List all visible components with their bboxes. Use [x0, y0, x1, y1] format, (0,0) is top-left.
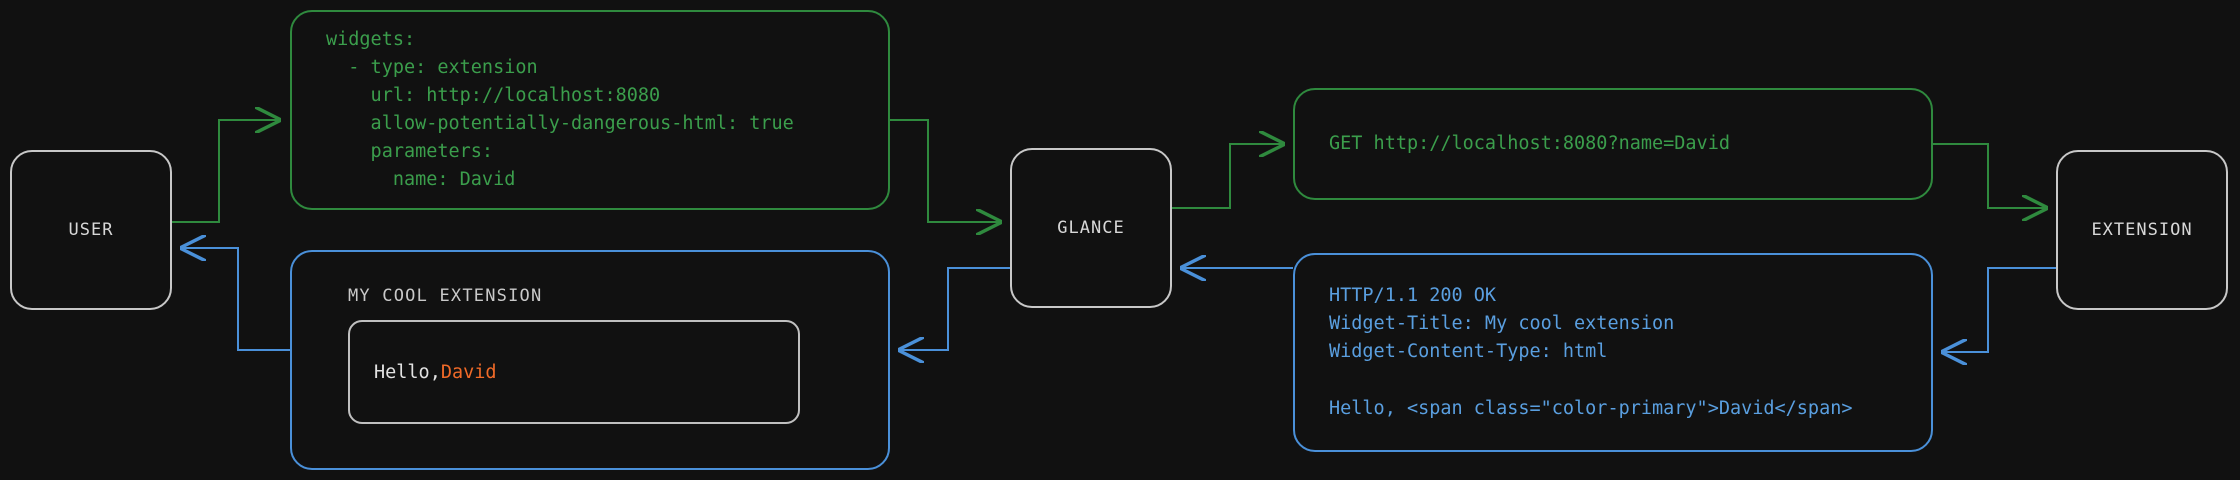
- edge-config-to-glance: [890, 119, 1000, 222]
- edge-extension-to-response: [1943, 267, 2056, 352]
- rendered-widget-title: MY COOL EXTENSION: [348, 286, 543, 306]
- node-glance[interactable]: GLANCE: [1010, 148, 1172, 308]
- edge-user-to-config: [172, 120, 279, 223]
- widget-name-accent: David: [440, 361, 497, 383]
- rendered-widget-box[interactable]: MY COOL EXTENSION Hello, David: [290, 250, 890, 470]
- edge-widget-to-user: [182, 248, 290, 351]
- node-user[interactable]: USER: [10, 150, 172, 310]
- get-request-text: GET http://localhost:8080?name=David: [1329, 132, 1730, 154]
- edge-glance-to-get: [1172, 144, 1283, 209]
- get-request-box[interactable]: GET http://localhost:8080?name=David: [1293, 88, 1933, 200]
- yaml-config-text: widgets: - type: extension url: http://l…: [326, 28, 794, 191]
- edge-glance-to-widget: [900, 267, 1010, 350]
- node-glance-label: GLANCE: [1057, 218, 1125, 238]
- http-response-box[interactable]: HTTP/1.1 200 OK Widget-Title: My cool ex…: [1293, 253, 1933, 452]
- yaml-config-box[interactable]: widgets: - type: extension url: http://l…: [290, 10, 890, 210]
- widget-greeting-text: Hello,: [374, 361, 441, 383]
- node-extension-label: EXTENSION: [2091, 220, 2193, 240]
- edge-get-to-extension: [1933, 143, 2046, 208]
- node-user-label: USER: [68, 220, 114, 240]
- node-extension[interactable]: EXTENSION: [2056, 150, 2228, 310]
- http-response-text: HTTP/1.1 200 OK Widget-Title: My cool ex…: [1329, 285, 1853, 419]
- rendered-widget-content: Hello, David: [348, 320, 800, 424]
